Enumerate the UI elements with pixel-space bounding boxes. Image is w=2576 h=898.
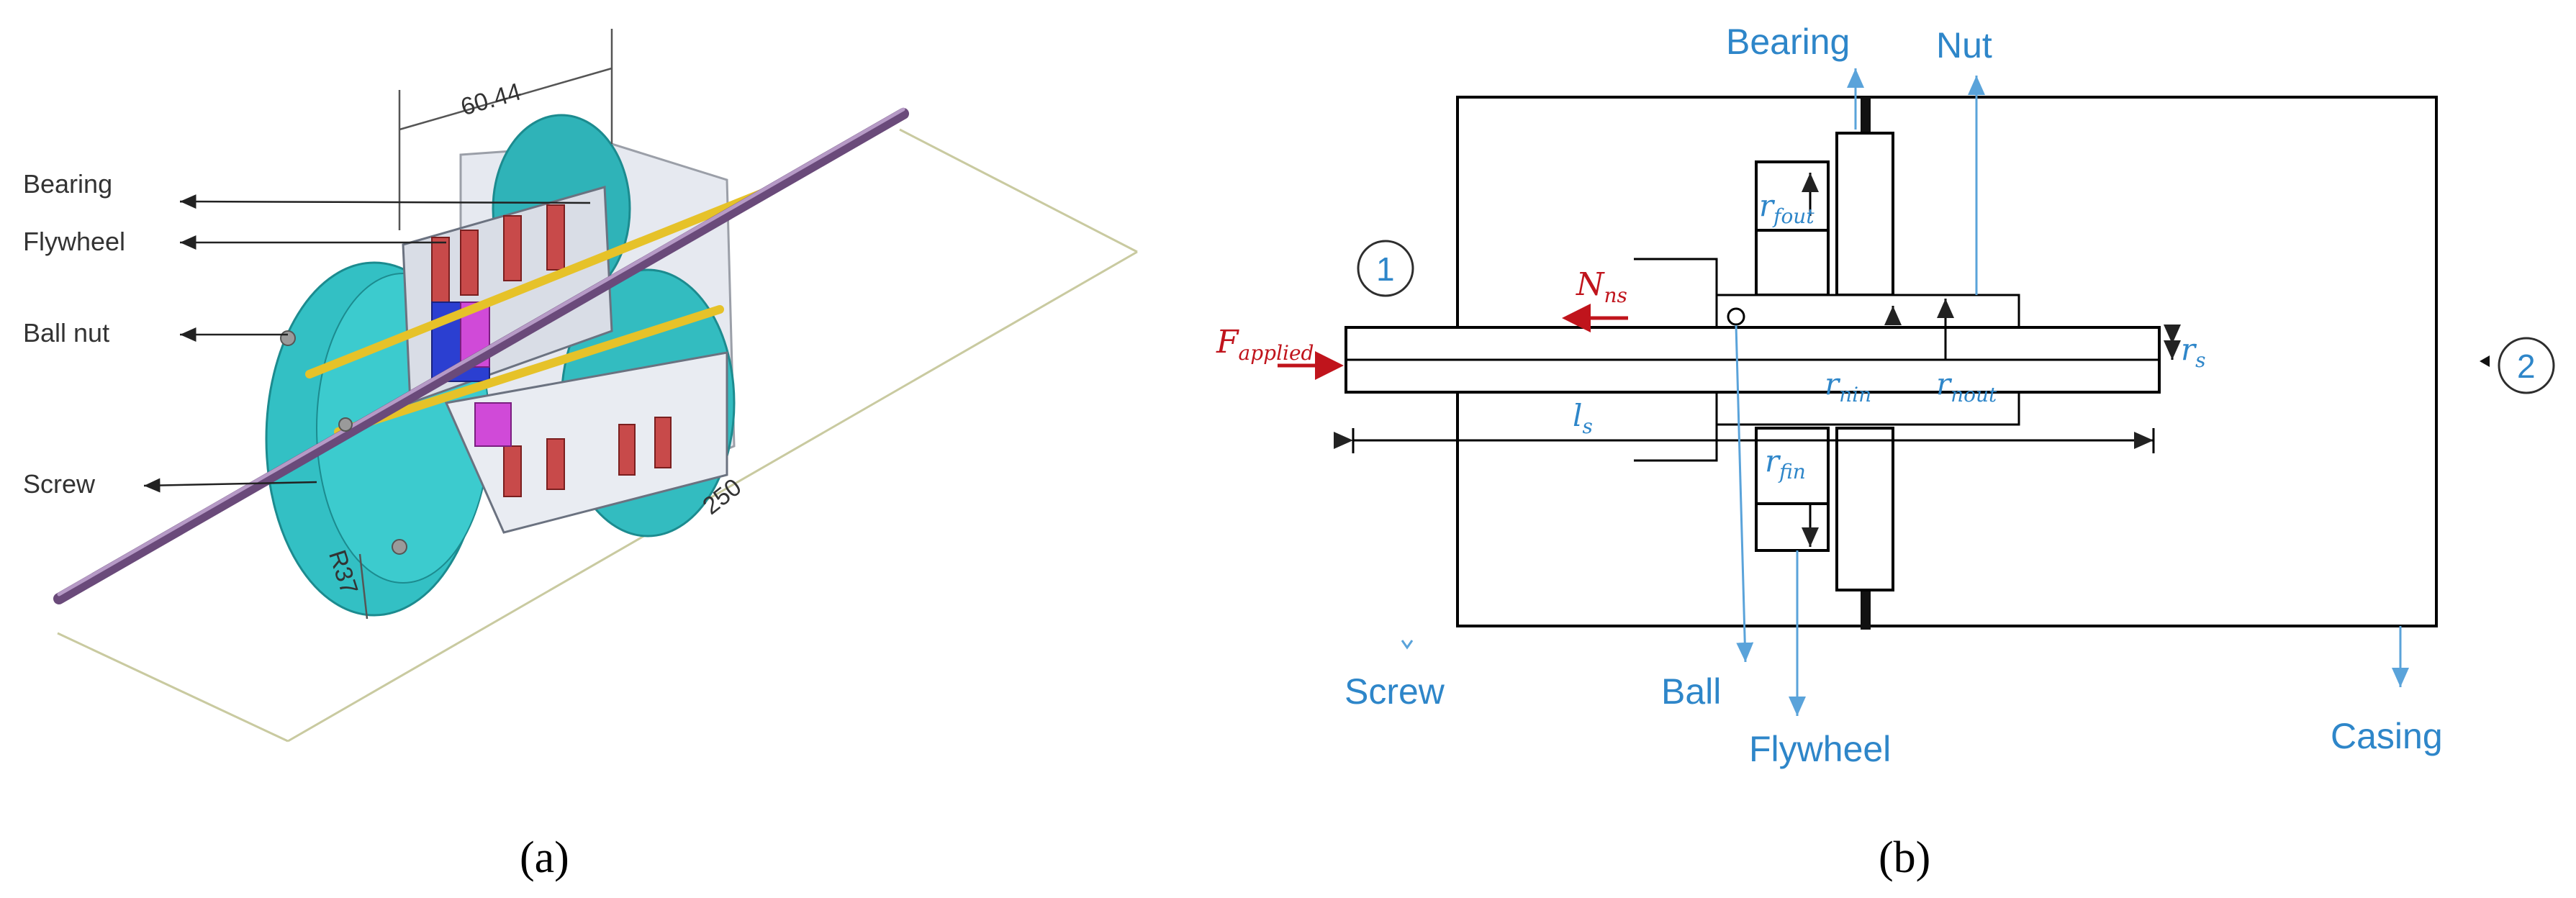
ball: [1727, 307, 1745, 326]
guide-rod-upper: [305, 184, 778, 378]
label-bearing-a: Bearing: [23, 169, 112, 199]
node-2-pointer: [2480, 355, 2490, 367]
caption-b: (b): [1879, 833, 1930, 882]
symbol-n-ns: Nns: [1576, 266, 1627, 307]
label-screw-b: Screw: [1345, 671, 1445, 712]
guide-rod-lower: [334, 305, 724, 436]
length-dimension-lines: [57, 128, 1138, 743]
bearing-bar-bottom: [1861, 590, 1871, 630]
nut-upper: [1835, 132, 1894, 296]
dimension-r37-line: [358, 553, 369, 620]
label-bearing-b: Bearing: [1726, 22, 1850, 62]
label-ball-b: Ball: [1661, 671, 1721, 712]
screw-shaft-highlight: [57, 107, 905, 597]
flywheel-upper: [1755, 160, 1830, 296]
label-ball-nut-a: Ball nut: [23, 318, 109, 348]
label-flywheel-b: Flywheel: [1749, 729, 1891, 769]
symbol-r-fout: rfout: [1759, 188, 1815, 228]
symbol-r-s: rs: [2181, 332, 2205, 372]
symbol-l-s: ls: [1573, 398, 1593, 438]
nut-sleeve-upper: [1715, 294, 2020, 329]
bearing-flywheel-parts: [431, 204, 672, 497]
bearing-bar-top: [1861, 97, 1871, 133]
symbol-r-nout: rnout: [1936, 366, 1997, 407]
screw-shaft: [53, 108, 909, 604]
label-nut-b: Nut: [1936, 25, 1992, 65]
symbol-r-fin: rfin: [1765, 443, 1806, 484]
panel-b-schematic: [1334, 96, 2490, 630]
node-1-label: 1: [1376, 250, 1395, 288]
nut-sleeve-lower: [1715, 391, 2020, 426]
node-1-circle: [1357, 240, 1414, 297]
panel-a-cad-view: 60.44 R37 250 Bearing Flywheel Ball nut …: [23, 29, 1138, 882]
symbol-f-applied: Fapplied: [1216, 324, 1314, 365]
label-casing-b: Casing: [2331, 716, 2443, 756]
symbol-r-nin: rnin: [1825, 366, 1871, 407]
node-2-label: 2: [2517, 348, 2536, 385]
label-flywheel-a: Flywheel: [23, 227, 125, 256]
dimension-width-label: 60.44: [458, 78, 524, 121]
node-2-circle: [2498, 337, 2555, 394]
nut-lower: [1835, 427, 1894, 591]
caption-a: (a): [520, 833, 569, 882]
ball-nut-magenta-lower: [474, 402, 512, 447]
panel-b-blue-leaders: [1401, 68, 2409, 716]
dimension-60-44: [398, 29, 613, 230]
contact-bracket-upper: [1634, 258, 1718, 295]
contact-bracket-lower: [1634, 425, 1718, 462]
leader-arrows: [143, 194, 591, 493]
label-screw-a: Screw: [23, 469, 96, 499]
